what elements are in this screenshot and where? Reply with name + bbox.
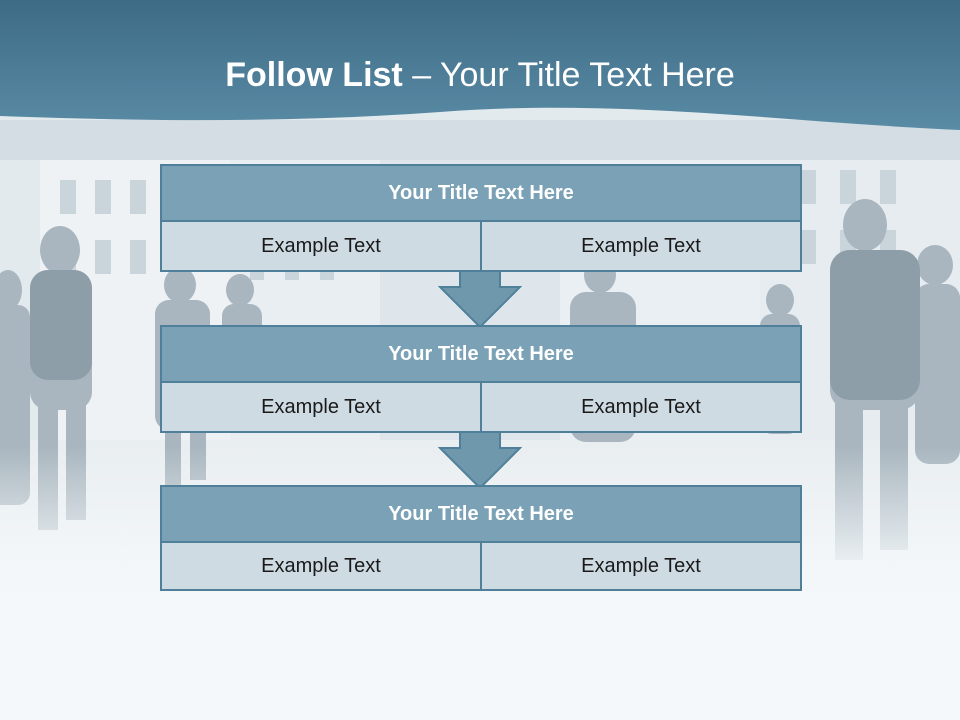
header-band bbox=[0, 0, 960, 130]
step-title: Your Title Text Here bbox=[160, 485, 802, 543]
step-row: Example Text Example Text bbox=[160, 222, 802, 272]
step-cell-right: Example Text bbox=[482, 543, 802, 591]
step-cell-left: Example Text bbox=[160, 383, 482, 433]
down-arrow-2 bbox=[438, 430, 522, 490]
step-cell-right: Example Text bbox=[482, 222, 802, 272]
step-cell-right: Example Text bbox=[482, 383, 802, 433]
step-block-1: Your Title Text Here Example Text Exampl… bbox=[160, 164, 802, 272]
step-row: Example Text Example Text bbox=[160, 543, 802, 591]
step-cell-left: Example Text bbox=[160, 543, 482, 591]
step-block-2: Your Title Text Here Example Text Exampl… bbox=[160, 325, 802, 433]
slide-title: Follow List – Your Title Text Here bbox=[0, 52, 960, 98]
step-title: Your Title Text Here bbox=[160, 164, 802, 222]
down-arrow-1 bbox=[438, 269, 522, 329]
step-cell-left: Example Text bbox=[160, 222, 482, 272]
step-title: Your Title Text Here bbox=[160, 325, 802, 383]
step-row: Example Text Example Text bbox=[160, 383, 802, 433]
title-bold: Follow List bbox=[225, 56, 403, 94]
title-rest: – Your Title Text Here bbox=[402, 56, 735, 94]
step-block-3: Your Title Text Here Example Text Exampl… bbox=[160, 485, 802, 591]
